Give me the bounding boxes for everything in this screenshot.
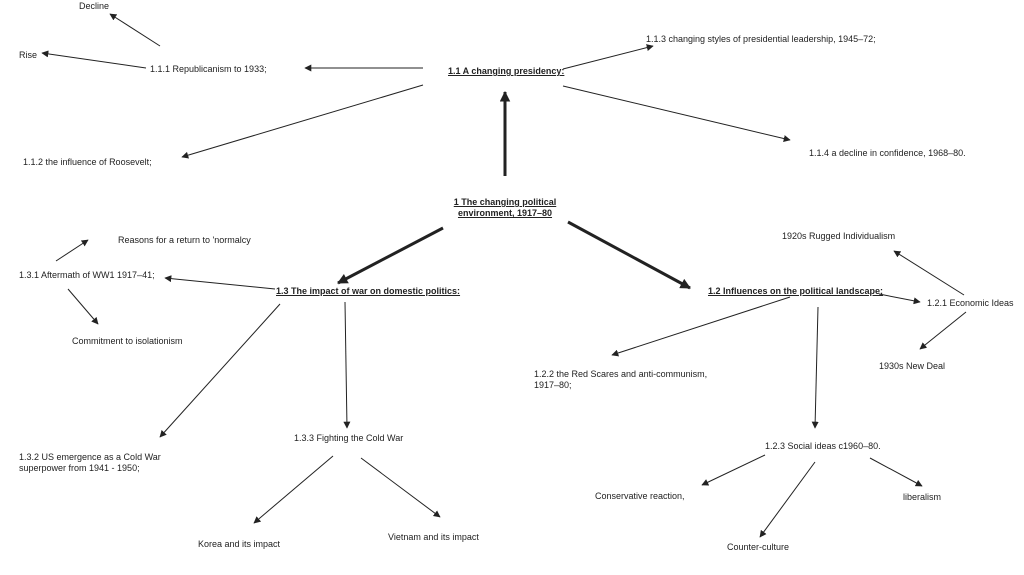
root-topic: 1 The changing political environment, 19… [453,197,557,218]
topic-1-2-3: 1.2.3 Social ideas c1960–80. [765,441,881,451]
arrow-1-1-1-to-rise [41,50,147,69]
label-rugged-individualism: 1920s Rugged Individualism [782,231,896,241]
topic-1-1-3: 1.1.3 changing styles of presidential le… [646,34,876,44]
arrow-1-3-3-to-vietnam [360,457,441,518]
arrow-1-2-to-1-2-3 [811,306,819,429]
arrow-1-2-3-to-conservative [701,454,766,486]
arrow-1-3-to-1-3-1 [164,275,276,290]
arrow-1-2-3-to-liberalism [869,457,923,487]
arrow-1-3-1-to-isolationism [67,288,99,325]
topic-1-2-1: 1.2.1 Economic Ideas [927,298,1014,308]
arrow-1-2-3-to-counter [759,461,816,538]
arrow-1-3-3-to-korea [253,455,334,524]
label-counter-culture: Counter-culture [727,542,790,552]
topic-1-2: 1.2 Influences on the political landscap… [708,286,884,296]
topic-1-2-2: 1.2.2 the Red Scares and anti-communism,… [534,369,708,390]
arrow-1-2-to-1-2-1 [878,293,921,305]
arrow-1-2-to-1-2-2 [611,296,791,357]
arrow-1-2-1-to-rugged [893,250,965,296]
label-decline: Decline [79,1,110,11]
label-korea: Korea and its impact [198,539,281,549]
arrow-1-3-1-to-normalcy [55,239,89,262]
arrow-1-1-1-to-decline [109,13,161,47]
topic-1-3-2: 1.3.2 US emergence as a Cold War superpo… [19,452,161,473]
arrow-1-1-to-1-1-4 [562,85,791,142]
topic-1-1-4: 1.1.4 a decline in confidence, 1968–80. [809,148,966,158]
arrow-1-3-to-1-3-3 [343,301,351,429]
topic-1-1-2: 1.1.2 the influence of Roosevelt; [23,157,152,167]
arrow-1-2-1-to-newdeal [919,311,967,350]
arrow-1-1-to-1-1-3 [562,44,654,70]
label-return-to-normalcy: Reasons for a return to 'normalcy [118,235,251,245]
arrow-root-to-1-2 [567,220,691,290]
topic-1-3-1: 1.3.1 Aftermath of WW1 1917–41; [19,270,155,280]
label-liberalism: liberalism [903,492,942,502]
arrow-root-to-1-3 [337,226,444,285]
label-new-deal: 1930s New Deal [879,361,946,371]
label-conservative-reaction: Conservative reaction, [595,491,685,501]
arrow-1-3-to-1-3-2 [159,303,281,438]
topic-1-1: 1.1 A changing presidency: [448,66,565,76]
arrow-1-1-to-1-1-2 [181,84,424,159]
topic-1-3-3: 1.3.3 Fighting the Cold War [294,433,404,443]
label-isolationism: Commitment to isolationism [72,336,183,346]
topic-1-1-1: 1.1.1 Republicanism to 1933; [150,64,267,74]
label-rise: Rise [19,50,38,60]
topic-1-3: 1.3 The impact of war on domestic politi… [276,286,461,296]
label-vietnam: Vietnam and its impact [388,532,479,542]
